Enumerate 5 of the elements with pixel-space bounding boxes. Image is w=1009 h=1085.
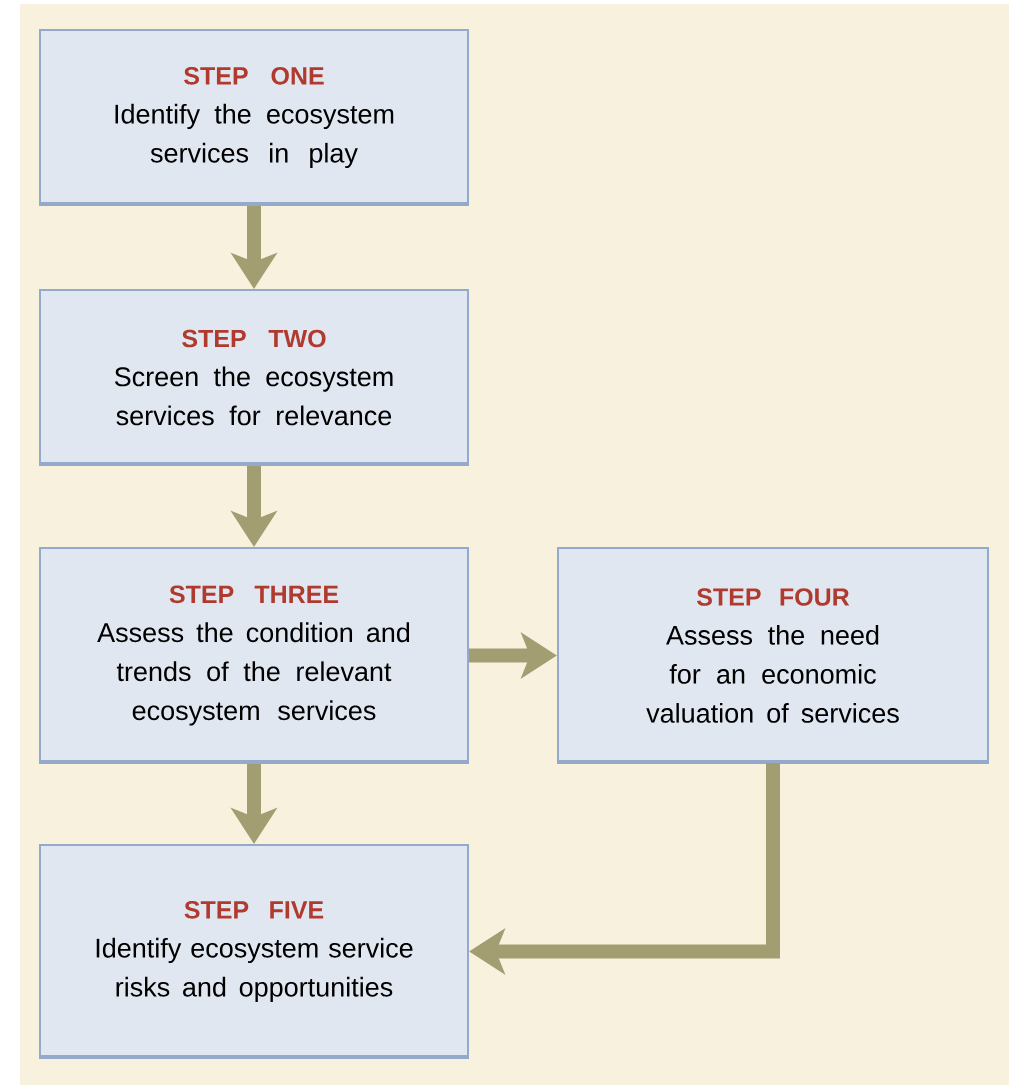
step-box: STEP FIVE Identify ecosystem service risks and opportunities <box>39 844 469 1059</box>
step-box: STEP ONE Identify the ecosystem services in play <box>39 29 469 206</box>
step-box: STEP THREE Assess the condition and trends of the relevant ecosystem services <box>39 547 469 764</box>
step-box: STEP TWO Screen the ecosystem services for relevance <box>39 289 469 466</box>
step-box: STEP FOUR Assess the need for an economic valuation of services <box>557 547 989 764</box>
